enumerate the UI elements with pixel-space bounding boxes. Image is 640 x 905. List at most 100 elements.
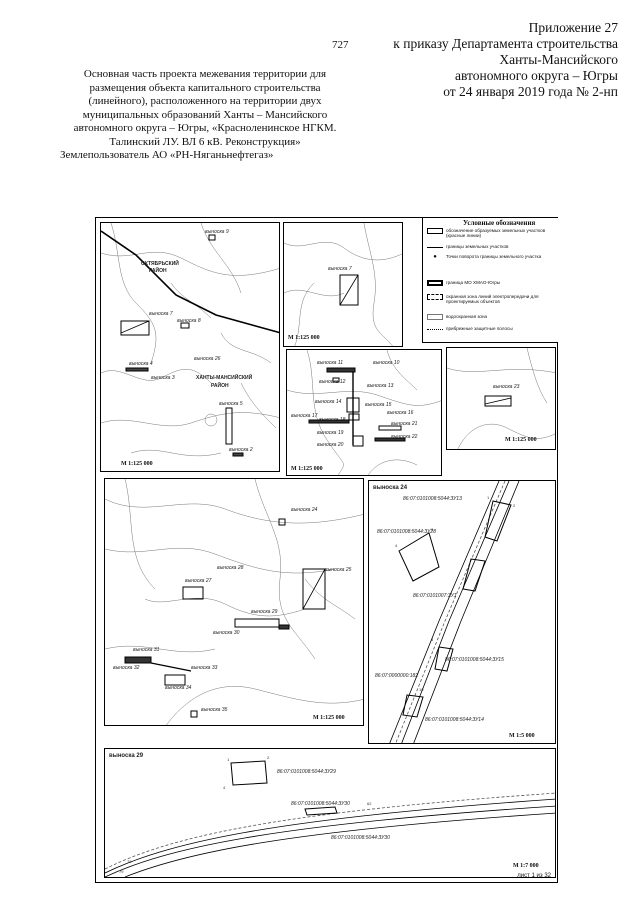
legend-swatch (427, 280, 443, 286)
parcel-label: 86:07:0101007:ЗУ1 (413, 593, 457, 599)
point-number: 78 (127, 859, 132, 864)
south-map-drawing (105, 479, 363, 725)
inset-map-29: 1 2 4 62 78 79 выноска 29 86:07:0101008:… (104, 748, 556, 878)
overview-label: выноска 26 (194, 356, 221, 362)
district-label: ХАНТЫ-МАНСИЙСКИЙ (196, 375, 253, 381)
inset-label: выноска 7 (328, 266, 352, 272)
legend-item: граница МО ХМАО-Югры (427, 280, 500, 286)
overview-label: выноска 2 (229, 447, 253, 453)
appendix-header: Приложение 27 к приказу Департамента стр… (393, 20, 618, 100)
inset-label: выноска 19 (317, 430, 344, 436)
inset-label: выноска 11 (317, 360, 344, 366)
appendix-line: автономного округа – Югры (455, 68, 618, 83)
sheet-number: лист 1 из 32 (517, 873, 551, 879)
project-line: (линейного), расположенного на территори… (88, 95, 322, 107)
overview-label: выноска 8 (177, 318, 201, 324)
legend-item: ● Точки поворота границы земельного учас… (427, 254, 541, 260)
inset-29-drawing: 1 2 4 62 78 79 (105, 755, 555, 877)
legend-text: границы земельных участков (446, 244, 509, 249)
legend-item: водоохранная зона (427, 314, 487, 320)
inset-mid-drawing (287, 350, 441, 475)
inset-label: выноска 22 (391, 434, 418, 440)
legend-text: граница МО ХМАО-Югры (446, 280, 501, 285)
legend-item: прибрежные защитные полосы (427, 326, 513, 331)
legend-item: охранная зона линий электропередачи для … (427, 294, 558, 305)
parcel-label: 86:07:0101008:5044:ЗУ14 (425, 717, 484, 723)
legend-swatch (427, 326, 443, 330)
parcel-label: 86:07:0101008:5044:ЗУ28 (377, 529, 436, 535)
legend-text: охранная зона линий электропередачи для … (446, 294, 539, 305)
scale-label: М 1:7 000 (513, 863, 539, 869)
legend-swatch (427, 228, 443, 234)
scale-label: М 1:125 000 (505, 437, 537, 443)
inset-map-23: выноска 23 М 1:125 000 (446, 347, 556, 450)
inset-title: выноска 29 (109, 753, 144, 759)
inset-label: выноска 16 (387, 410, 414, 416)
south-label: выноска 34 (165, 685, 192, 691)
south-label: выноска 33 (191, 665, 218, 671)
point-icon: ● (433, 254, 437, 260)
appendix-line: к приказу Департамента строительства (393, 36, 618, 51)
south-label: выноска 24 (291, 507, 318, 513)
inset-label: выноска 14 (315, 399, 342, 405)
parcel-label: 86:07:0101008:5044:ЗУ15 (445, 657, 504, 663)
point-number: 1 (487, 495, 490, 500)
inset-label: выноска 12 (319, 379, 346, 385)
parcel-label: 86:07:0000000:182 (375, 673, 419, 679)
appendix-line: Приложение 27 (528, 20, 618, 35)
south-label: выноска 27 (185, 578, 212, 584)
south-label: выноска 35 (201, 707, 228, 713)
point-number: 1 (227, 757, 230, 762)
legend-swatch (427, 314, 443, 320)
south-label: выноска 31 (133, 647, 160, 653)
inset-map-10-22: выноска 11 выноска 10 выноска 12 выноска… (286, 349, 442, 476)
legend-text: обозначение образуемых земельных участко… (446, 228, 546, 239)
south-map: выноска 24 выноска 28 выноска 25 выноска… (104, 478, 364, 726)
project-line: размещения объекта капитального строител… (89, 81, 321, 94)
inset-label: выноска 18 (319, 417, 346, 423)
overview-label: выноска 3 (151, 375, 175, 381)
scale-label: М 1:125 000 (121, 461, 153, 467)
point-number: 3 (431, 527, 434, 532)
south-label: выноска 32 (113, 665, 140, 671)
inset-title: выноска 24 (373, 485, 408, 491)
point-number: 2 (267, 755, 270, 760)
point-number: 2 (513, 503, 516, 508)
point-number: 10 (419, 687, 424, 692)
overview-map: выноска 9 ОКТЯБРЬСКИЙ РАЙОН выноска 7 вы… (100, 222, 280, 472)
south-label: выноска 30 (213, 630, 240, 636)
inset-map-7: выноска 7 М 1:125 000 (283, 222, 403, 347)
scale-label: М 1:125 000 (313, 715, 345, 721)
map-legend: Условные обозначения обозначение образуе… (422, 218, 558, 343)
inset-label: выноска 10 (373, 360, 400, 366)
scale-label: М 1:125 000 (291, 466, 323, 472)
inset-map-24: 4 3 1 2 10 8 выноска 24 86:07:0101008:50… (368, 480, 556, 744)
inset-7-drawing (284, 223, 402, 346)
page-number: 727 (332, 39, 349, 51)
overview-label: выноска 9 (205, 229, 229, 235)
project-line: Основная часть проекта межевания террито… (83, 68, 327, 80)
legend-text: прибрежные защитные полосы (446, 326, 513, 331)
legend-swatch (427, 294, 443, 300)
district-label: РАЙОН (211, 383, 229, 389)
inset-23-drawing (447, 348, 555, 449)
legend-item: обозначение образуемых земельных участко… (427, 228, 558, 239)
parcel-label: 86:07:0101008:5044:ЗУ30 (331, 835, 390, 841)
inset-label: выноска 21 (391, 421, 418, 427)
point-number: 62 (367, 801, 372, 806)
parcel-label: 86:07:0101008:5044:ЗУ30 (291, 801, 350, 807)
map-sheet: выноска 9 ОКТЯБРЬСКИЙ РАЙОН выноска 7 вы… (95, 217, 558, 883)
appendix-line: от 24 января 2019 года № 2-нп (443, 84, 618, 99)
legend-swatch (427, 244, 443, 248)
project-line: автономного округа – Югры, «Красноленинс… (73, 122, 337, 134)
overview-label: выноска 7 (149, 311, 173, 317)
project-line: Талинский ЛУ. ВЛ 6 кВ. Реконструкция» (109, 135, 301, 148)
overview-label: выноска 4 (129, 361, 153, 367)
point-number: 8 (431, 637, 434, 642)
point-number: 4 (223, 785, 226, 790)
point-number: 4 (395, 543, 398, 548)
inset-label: выноска 20 (317, 442, 344, 448)
legend-title: Условные обозначения (463, 219, 536, 227)
inset-label: выноска 23 (493, 384, 520, 390)
parcel-label: 86:07:0101008:5044:ЗУ29 (277, 769, 336, 775)
